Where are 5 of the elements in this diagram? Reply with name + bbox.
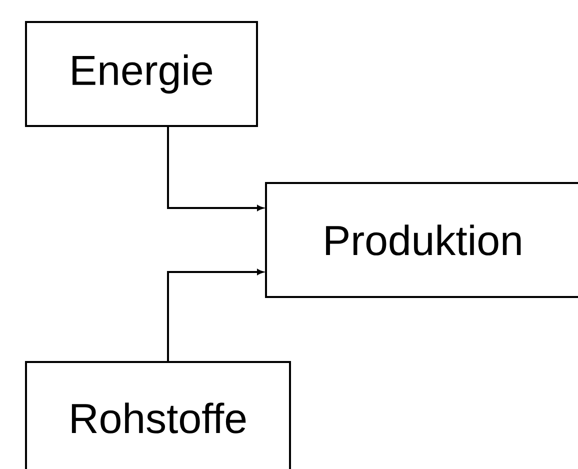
- process-box: Energie: [25, 21, 258, 127]
- arrow: [167, 126, 264, 211]
- process-box: Produktion: [265, 182, 578, 298]
- process-box: Rohstoffe: [25, 361, 291, 469]
- arrow: [167, 269, 264, 362]
